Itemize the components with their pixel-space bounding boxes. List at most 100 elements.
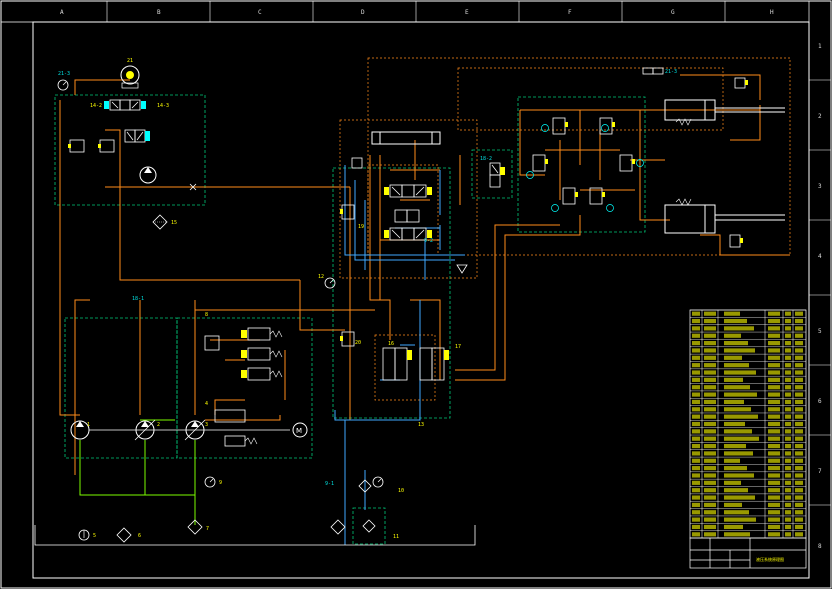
bom-cell-text bbox=[795, 532, 803, 537]
bom-cell-text bbox=[795, 407, 803, 412]
row-label-6: 6 bbox=[818, 398, 822, 405]
bom-cell-text bbox=[768, 341, 780, 346]
label-6: 6 bbox=[138, 533, 141, 539]
valve-16-17 bbox=[382, 347, 445, 381]
cylinder-springs bbox=[675, 118, 692, 206]
label-15: 15 bbox=[171, 220, 177, 226]
pilot-check-balloons bbox=[526, 124, 644, 212]
bom-cell-text bbox=[692, 488, 700, 493]
bom-cell-text bbox=[768, 370, 780, 375]
bom-cell-text bbox=[704, 517, 716, 522]
bom-cell-text bbox=[785, 392, 791, 397]
bom-cell-text bbox=[692, 392, 700, 397]
bom-cell-text bbox=[795, 488, 803, 493]
bom-cell-text bbox=[692, 495, 700, 500]
suction-lines bbox=[79, 419, 196, 525]
bom-cell-text bbox=[704, 333, 716, 338]
label-4: 4 bbox=[205, 401, 208, 407]
bom-cell-text bbox=[704, 355, 716, 360]
label-1: 1 bbox=[87, 422, 90, 428]
valve-18-coil bbox=[500, 167, 505, 175]
bom-cell-text bbox=[724, 355, 742, 360]
bom-cell-text bbox=[724, 458, 740, 463]
bom-cell-text bbox=[704, 407, 716, 412]
col-label-f: F bbox=[568, 9, 572, 16]
cylinder-lower-right bbox=[664, 204, 785, 234]
bom-cell-text bbox=[724, 495, 755, 500]
bom-cell-text bbox=[795, 392, 803, 397]
bom-cell-text bbox=[795, 363, 803, 368]
bom-cell-text bbox=[704, 495, 716, 500]
label-20: 20 bbox=[355, 340, 361, 346]
valve-18 bbox=[489, 162, 501, 188]
bom-cell-text bbox=[795, 341, 803, 346]
bom-cell-text bbox=[768, 502, 780, 507]
bom-cell-text bbox=[724, 488, 748, 493]
center-valve-coils bbox=[384, 187, 432, 238]
electric-motor: M bbox=[292, 422, 308, 438]
bom-cell-text bbox=[768, 407, 780, 412]
label-19: 19 bbox=[358, 224, 364, 230]
pump-circle-upper bbox=[139, 166, 157, 184]
bom-cell-text bbox=[785, 466, 791, 471]
bom-cell-text bbox=[724, 392, 757, 397]
bom-cell-text bbox=[704, 385, 716, 390]
bom-cell-text bbox=[795, 473, 803, 478]
bom-rows bbox=[690, 309, 806, 537]
bom-cell-text bbox=[785, 348, 791, 353]
bom-cell-text bbox=[768, 436, 780, 441]
bom-cell-text bbox=[785, 510, 791, 515]
label-5: 5 bbox=[93, 533, 96, 539]
bom-cell-text bbox=[768, 429, 780, 434]
valve-13-coil bbox=[145, 131, 150, 141]
bom-cell-text bbox=[704, 311, 716, 316]
bom-cell-text bbox=[692, 510, 700, 515]
component-boxes bbox=[54, 94, 646, 545]
bom-cell-text bbox=[724, 385, 750, 390]
bom-cell-text bbox=[768, 377, 780, 382]
bom-cell-text bbox=[785, 429, 791, 434]
col-label-h: H bbox=[770, 9, 774, 16]
bom-cell-text bbox=[795, 436, 803, 441]
bom-cell-text bbox=[785, 385, 791, 390]
bom-cell-text bbox=[785, 443, 791, 449]
bom-cell-text bbox=[704, 348, 716, 353]
right-valve-markers bbox=[740, 80, 748, 243]
bom-cell-text bbox=[724, 377, 743, 382]
col-label-d: D bbox=[361, 9, 365, 16]
filter-15 bbox=[152, 214, 168, 230]
label-9: 9 bbox=[219, 480, 222, 486]
bom-cell-text bbox=[795, 451, 803, 456]
bom-cell-text bbox=[785, 473, 791, 478]
bom-cell-text bbox=[768, 524, 780, 530]
bom-cell-text bbox=[785, 517, 791, 522]
bom-cell-text bbox=[704, 524, 716, 530]
tank-symbol-center bbox=[456, 264, 468, 274]
label-9-1: 9-1 bbox=[325, 481, 334, 487]
bom-cell-text bbox=[724, 414, 758, 419]
bom-cell-text bbox=[785, 414, 791, 419]
bom-cell-text bbox=[692, 318, 700, 324]
bom-cell-text bbox=[768, 466, 780, 471]
bom-cell-text bbox=[692, 377, 700, 382]
bom-cell-text bbox=[795, 370, 803, 375]
bom-cell-text bbox=[768, 532, 780, 537]
bom-cell-text bbox=[768, 458, 780, 463]
bom-cell-text bbox=[724, 466, 747, 471]
bom-cell-text bbox=[785, 326, 791, 331]
bom-cell-text bbox=[724, 333, 741, 338]
svg-text:M: M bbox=[296, 427, 302, 435]
title-block-label: 液压系统原理图 bbox=[756, 556, 784, 562]
yellow-pilot-marks bbox=[340, 209, 343, 341]
bom-cell-text bbox=[692, 355, 700, 360]
col-label-b: B bbox=[157, 9, 161, 16]
bom-cell-text bbox=[724, 451, 753, 456]
bom-cell-text bbox=[785, 377, 791, 382]
bom-cell-text bbox=[724, 524, 743, 530]
gauge-bottom-5 bbox=[78, 529, 90, 541]
label-8: 8 bbox=[205, 312, 208, 318]
row-grid bbox=[809, 79, 831, 506]
bom-cell-text bbox=[704, 399, 716, 405]
bom-cell-text bbox=[692, 443, 700, 449]
bom-cell-text bbox=[768, 443, 780, 449]
